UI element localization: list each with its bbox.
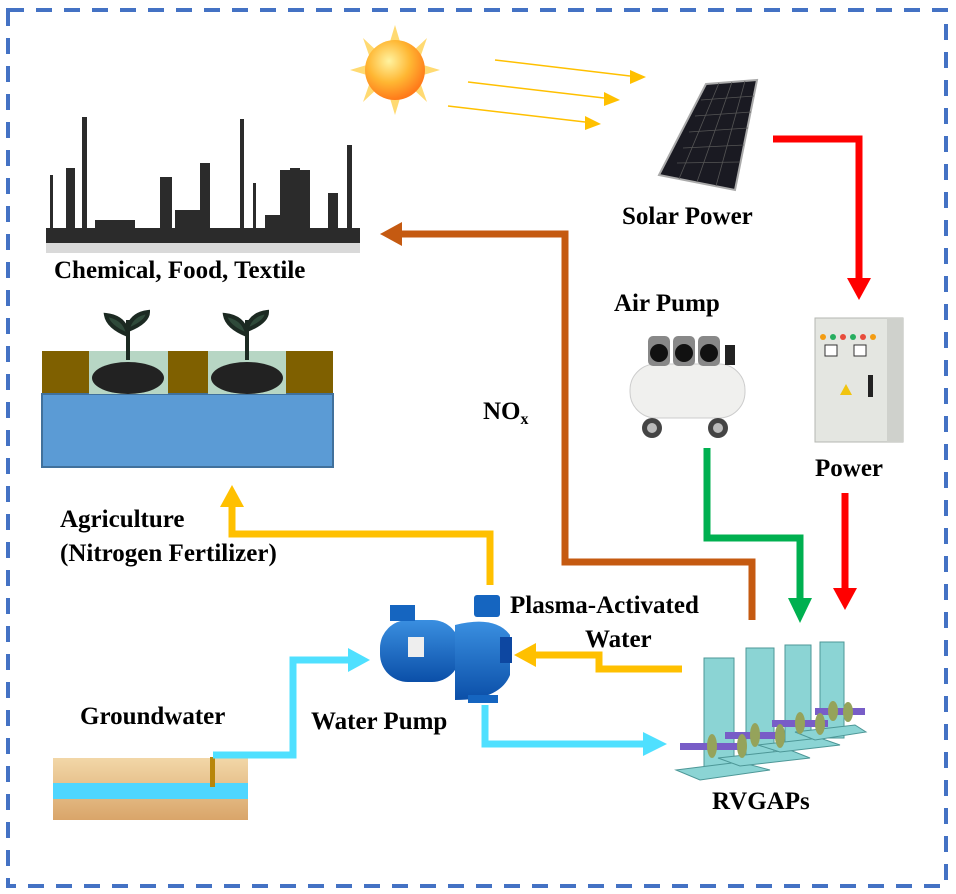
air-pump-label: Air Pump [614,290,720,317]
water-pump-icon [380,595,512,703]
fertilizer-arrow [220,485,494,585]
plant-soil-icon [41,309,334,468]
groundwater-label: Groundwater [80,703,226,730]
industry-label: Chemical, Food, Textile [54,257,306,284]
reactor-array-icon [674,641,868,781]
electricity-arrow-power-to-rvgaps [833,493,857,610]
groundwater-icon [53,757,248,820]
agriculture-label: Agriculture [60,506,185,533]
pav-label: Plasma-Activated [510,592,699,619]
water-pump-label: Water Pump [311,708,448,735]
power-cabinet-icon [814,317,904,443]
sunlight-arrows [447,59,646,130]
nox-label: NOx [483,398,529,429]
solar-power-label: Solar Power [622,203,753,230]
paw-arrow [514,643,682,673]
groundwater-arrow [213,648,370,759]
solar-panel-icon [657,78,759,192]
air-arrow [703,448,812,623]
water-arrow-to-rvgaps [481,705,667,756]
air-compressor-icon [629,336,746,438]
nox-subscript: x [520,411,529,428]
rvgaps-label: RVGAPs [712,788,810,815]
factory-skyline-icon [46,117,360,253]
electricity-arrow-solar-to-power [773,135,871,300]
agriculture-sublabel: (Nitrogen Fertilizer) [60,540,277,567]
power-label: Power [815,455,884,482]
pav-label-line2: Water [585,626,652,653]
nox-text: NO [483,398,521,425]
sun-icon [350,25,440,115]
nox-arrow [380,222,756,620]
dashed-border [6,8,948,888]
